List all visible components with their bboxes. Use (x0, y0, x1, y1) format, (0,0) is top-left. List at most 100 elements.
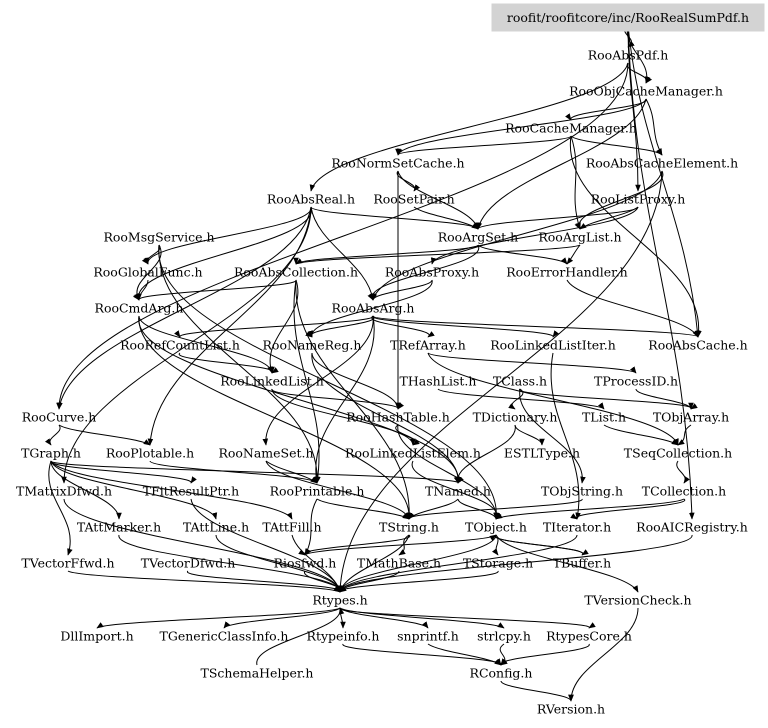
edge-roohashtable-to-roolinkedlistelem (395, 424, 420, 446)
node-roorefcountlist[interactable]: RooRefCountList.h (120, 338, 240, 353)
node-rooerrorhandler[interactable]: RooErrorHandler.h (506, 265, 627, 280)
node-tattfill[interactable]: TAttFill.h (262, 520, 321, 535)
node-roolinkedlistelem[interactable]: RooLinkedListElem.h (345, 446, 481, 461)
node-tversioncheck[interactable]: TVersionCheck.h (584, 593, 691, 608)
edge-rooabsarg-to-roorefcountlist (174, 315, 374, 338)
node-rtypes[interactable]: Rtypes.h (312, 593, 367, 608)
node-snprintf[interactable]: snprintf.h (397, 629, 459, 644)
node-roonameset[interactable]: RooNameSet.h (218, 446, 313, 461)
node-roolinkedlist[interactable]: RooLinkedList.h (220, 374, 324, 389)
node-roonamereg[interactable]: RooNameReg.h (263, 338, 362, 353)
node-tseqcollection[interactable]: TSeqCollection.h (624, 446, 732, 461)
node-rooabscacheelement[interactable]: RooAbsCacheElement.h (586, 156, 738, 171)
node-titerator[interactable]: TIterator.h (543, 520, 611, 535)
node-rooargset[interactable]: RooArgSet.h (438, 230, 518, 245)
edge-roocurve-to-tgraph (44, 424, 61, 446)
edge-rconfig-to-rversion (500, 680, 574, 702)
edge-tobject-to-tversioncheck (495, 534, 639, 593)
node-tmatrixdfwd[interactable]: TMatrixDfwd.h (16, 484, 112, 499)
edge-rooabsreal-to-roocmdarg (134, 206, 312, 301)
edge-rtypes-to-rtypescore (339, 607, 596, 629)
node-rooaicregistry[interactable]: RooAICRegistry.h (636, 520, 748, 535)
node-tattline[interactable]: TAttLine.h (183, 520, 249, 535)
node-rversion[interactable]: RVersion.h (537, 702, 605, 717)
edge-roonameset-to-rooprintable (265, 460, 318, 484)
node-rtypeinfo[interactable]: Rtypeinfo.h (307, 629, 380, 644)
node-roosetpair[interactable]: RooSetPair.h (373, 192, 454, 207)
node-strlcpy[interactable]: strlcpy.h (477, 629, 531, 644)
node-tattmarker[interactable]: TAttMarker.h (77, 520, 161, 535)
node-tvectorffwd[interactable]: TVectorFfwd.h (21, 556, 114, 571)
edge-tschemahelper-to-rtypes (256, 607, 345, 666)
edge-rooerrorhandler-to-rooabscache (566, 279, 699, 338)
edge-roonormsetcache-to-roosetpair (396, 170, 421, 192)
node-rooabsproxy[interactable]: RooAbsProxy.h (385, 265, 479, 280)
node-tschemahelper[interactable]: TSchemaHelper.h (201, 666, 314, 681)
node-roocurve[interactable]: RooCurve.h (22, 410, 97, 425)
edge-tgraph-to-tnamed (50, 460, 464, 484)
edge-tvectorffwd-to-rtypes (67, 570, 341, 593)
edge-tgraph-to-tattfill (50, 460, 293, 520)
root-node-label[interactable]: roofit/roofitcore/inc/RooRealSumPdf.h (507, 10, 749, 25)
edge-rooabsproxy-to-rooabsarg (370, 279, 433, 301)
node-rooabscollection[interactable]: RooAbsCollection.h (234, 265, 358, 280)
node-tvectordfwd[interactable]: TVectorDfwd.h (141, 556, 236, 571)
node-rooprintable[interactable]: RooPrintable.h (270, 484, 365, 499)
node-tgraph[interactable]: TGraph.h (21, 446, 81, 461)
node-rooabscache[interactable]: RooAbsCache.h (648, 338, 747, 353)
node-rooarglist[interactable]: RooArgList.h (538, 230, 621, 245)
edge-roonamereg-to-tnamed (311, 352, 462, 484)
node-tlist[interactable]: TList.h (582, 410, 626, 425)
node-rconfig[interactable]: RConfig.h (470, 666, 533, 681)
node-riosfwd[interactable]: Riosfwd.h (274, 556, 337, 571)
node-tstorage[interactable]: TStorage.h (463, 556, 533, 571)
edge-rtypes-to-tgenericclassinfo (223, 607, 341, 629)
node-roolistproxy[interactable]: RooListProxy.h (591, 192, 686, 207)
node-roomsgservice[interactable]: RooMsgService.h (103, 230, 214, 245)
node-rooobjcachemanager[interactable]: RooObjCacheManager.h (569, 84, 723, 99)
edge-roocmdarg-to-tnamed (138, 315, 462, 484)
edge-tgraph-to-tfitresultptr (50, 460, 197, 484)
node-tdictionary[interactable]: TDictionary.h (473, 410, 558, 425)
edge-tfitresultptr-to-rtypes (190, 498, 342, 593)
edge-tobjstring-to-tstring (403, 498, 583, 520)
node-tprocessid[interactable]: TProcessID.h (594, 374, 678, 389)
node-tclass[interactable]: TClass.h (493, 374, 547, 389)
edge-thashlist-to-tlist (437, 388, 605, 410)
node-dllimport[interactable]: DllImport.h (60, 629, 133, 644)
node-roocachemanager[interactable]: RooCacheManager.h (505, 121, 637, 136)
node-tobject[interactable]: TObject.h (465, 520, 527, 535)
node-rooabsarg[interactable]: RooAbsArg.h (332, 301, 415, 316)
edge-rooarglist-to-rooabscollection (295, 244, 581, 265)
node-tstring[interactable]: TString.h (379, 520, 439, 535)
node-tgenericclassinfo[interactable]: TGenericClassInfo.h (160, 629, 289, 644)
node-tobjstring[interactable]: TObjString.h (541, 484, 623, 499)
edge-roomsgservice-to-tobject (158, 244, 500, 520)
node-thashlist[interactable]: THashList.h (400, 374, 477, 389)
edge-rooobjcachemanager-to-roonormsetcache (396, 98, 647, 156)
node-tmathbase[interactable]: TMathBase.h (357, 556, 441, 571)
node-tfitresultptr[interactable]: TFitResultPtr.h (143, 484, 239, 499)
node-tnamed[interactable]: TNamed.h (425, 484, 491, 499)
node-tobjarray[interactable]: TObjArray.h (653, 410, 729, 425)
edge-rooarglist-to-rooerrorhandler (566, 244, 581, 265)
edge-roolistproxy-to-rooargset (475, 206, 639, 230)
edge-tnamed-to-tobject (457, 498, 499, 520)
edge-trefarray-to-tseqcollection (427, 352, 679, 446)
node-roocmdarg[interactable]: RooCmdArg.h (95, 301, 184, 316)
node-rtypescore[interactable]: RtypesCore.h (546, 629, 632, 644)
node-roohashtable[interactable]: RooHashTable.h (346, 410, 450, 425)
node-tbuffer[interactable]: TBuffer.h (553, 556, 611, 571)
node-roonormsetcache[interactable]: RooNormSetCache.h (331, 156, 464, 171)
node-rooabsreal[interactable]: RooAbsReal.h (267, 192, 355, 207)
edge-tseqcollection-to-tcollection (676, 460, 690, 484)
node-rooglobalfunc[interactable]: RooGlobalFunc.h (93, 265, 202, 280)
node-rooplotable[interactable]: RooPlotable.h (106, 446, 194, 461)
edge-rooabsreal-to-roocurve (57, 206, 312, 410)
node-trefarray[interactable]: TRefArray.h (390, 338, 466, 353)
node-estltype[interactable]: ESTLType.h (504, 446, 580, 461)
node-rooabspdf[interactable]: RooAbsPdf.h (588, 48, 669, 63)
node-roolinkedlistiter[interactable]: RooLinkedListIter.h (490, 338, 616, 353)
edge-tattmarker-to-rtypes (118, 534, 345, 593)
node-tcollection[interactable]: TCollection.h (642, 484, 726, 499)
